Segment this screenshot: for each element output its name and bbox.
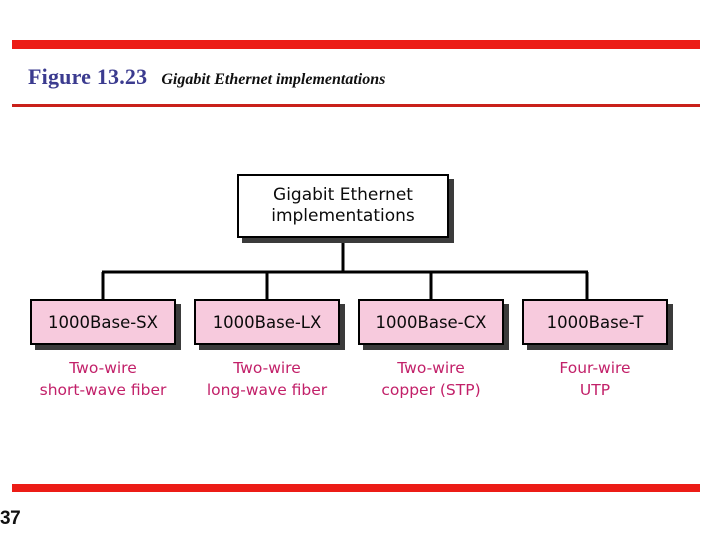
figure-number: Figure 13.23 <box>28 64 148 89</box>
node-1000base-sx-label: 1000Base-SX <box>48 312 158 332</box>
node-root-label: Gigabit Ethernet implementations <box>271 185 415 226</box>
node-1000base-sx[interactable]: 1000Base-SX <box>30 299 176 345</box>
figure-title: Figure 13.23 Gigabit Ethernet implementa… <box>28 64 385 90</box>
node-1000base-cx-label: 1000Base-CX <box>375 312 487 332</box>
caption-1000base-t: Four-wire UTP <box>559 359 631 399</box>
node-root[interactable]: Gigabit Ethernet implementations <box>237 174 449 238</box>
figure-caption: Gigabit Ethernet implementations <box>161 71 386 88</box>
caption-1000base-sx: Two-wire short-wave fiber <box>39 359 167 399</box>
header-rule-bottom <box>12 104 700 107</box>
page-number: 37 <box>0 508 21 529</box>
node-1000base-t-label: 1000Base-T <box>546 312 644 332</box>
header-rule-top <box>12 40 700 49</box>
caption-1000base-cx: Two-wire copper (STP) <box>381 359 481 399</box>
node-1000base-lx[interactable]: 1000Base-LX <box>194 299 340 345</box>
node-1000base-cx[interactable]: 1000Base-CX <box>358 299 504 345</box>
node-1000base-lx-label: 1000Base-LX <box>212 312 322 332</box>
node-1000base-t[interactable]: 1000Base-T <box>522 299 668 345</box>
footer-rule <box>12 484 700 492</box>
caption-1000base-lx: Two-wire long-wave fiber <box>206 359 328 399</box>
